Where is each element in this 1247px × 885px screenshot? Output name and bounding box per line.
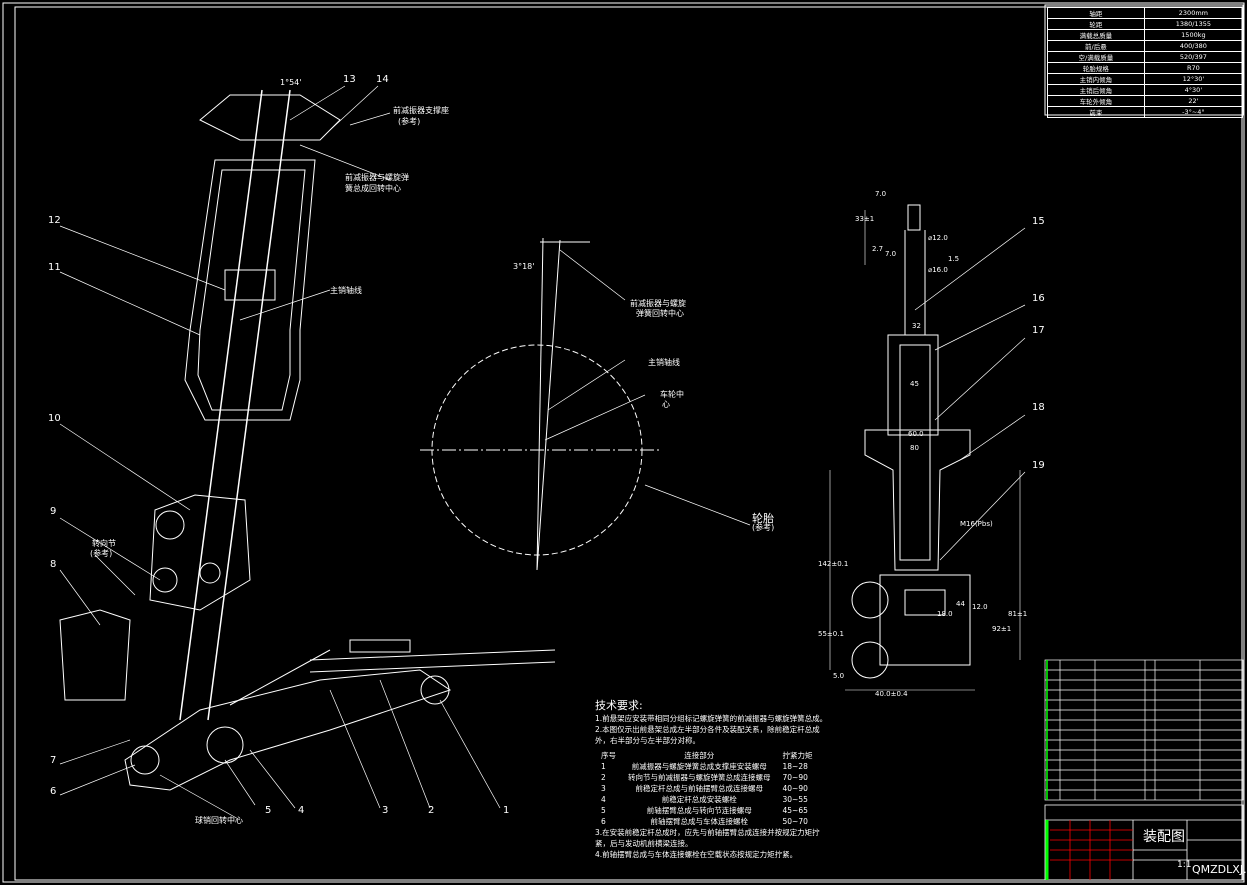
part-number: 5 bbox=[265, 805, 272, 816]
tech-line: 紧，后与发动机前横梁连接。 bbox=[595, 839, 693, 848]
dimension: 80 bbox=[910, 444, 919, 452]
part-number: 6 bbox=[50, 786, 57, 797]
part-number: 18 bbox=[1032, 402, 1045, 413]
label-center-strut-2: 弹簧回转中心 bbox=[636, 309, 684, 318]
dimension: 32 bbox=[912, 322, 921, 330]
dimension: 33±1 bbox=[855, 215, 875, 223]
parts-list bbox=[1044, 659, 1244, 801]
part-number: 15 bbox=[1032, 216, 1045, 227]
label-ball-center: 球销回转中心 bbox=[195, 816, 243, 825]
part-number: 16 bbox=[1032, 293, 1045, 304]
part-number: 9 bbox=[50, 506, 57, 517]
tech-line: 2.本图仅示出前悬架总成左半部分各件及装配关系，除前稳定杆总成 bbox=[595, 725, 820, 734]
dimension: 45 bbox=[910, 380, 919, 388]
label-tire: 轮胎 bbox=[752, 512, 774, 525]
dimension: 7.0 bbox=[885, 250, 897, 258]
dimension: 7.0 bbox=[875, 190, 887, 198]
label-strut-center-2: 簧总成回转中心 bbox=[345, 184, 401, 193]
dimension: 18.0 bbox=[937, 610, 953, 618]
label-strut-mount: 前减振器支撑座 bbox=[393, 106, 449, 115]
leader-lines bbox=[59, 85, 501, 821]
label-kingpin-axis: 主销轴线 bbox=[330, 286, 362, 295]
drawing-title: 装配图 bbox=[1143, 829, 1185, 845]
part-number: 14 bbox=[376, 74, 389, 85]
dimension: ⌀12.0 bbox=[928, 234, 948, 242]
tech-line: 4.前轴摆臂总成与车体连接螺栓在空载状态按规定力矩拧紧。 bbox=[595, 850, 798, 859]
inner-border bbox=[14, 6, 1243, 881]
tech-line: 1.前悬架应安装带相同分组标记螺旋弹簧的前减振器与螺旋弹簧总成。 bbox=[595, 714, 828, 723]
dimension: 60.0 bbox=[908, 430, 924, 438]
angle-top: 1°54' bbox=[280, 78, 302, 87]
part-number: 17 bbox=[1032, 325, 1045, 336]
drawing-number: QMZDLXJ.1 bbox=[1192, 863, 1247, 876]
tech-line: 3.在安装前稳定杆总成时，应先与前轴摆臂总成连接并按规定力矩拧 bbox=[595, 828, 820, 837]
tech-line: 外，右半部分与左半部分对称。 bbox=[595, 736, 700, 745]
part-number: 7 bbox=[50, 755, 57, 766]
dimension: 81±1 bbox=[1008, 610, 1028, 618]
part-number: 19 bbox=[1032, 460, 1045, 471]
part-number: 2 bbox=[428, 805, 435, 816]
dimension: 2.7 bbox=[872, 245, 884, 253]
dimension: 5.0 bbox=[833, 672, 845, 680]
label-center-strut: 前减振器与螺旋 bbox=[630, 299, 686, 308]
dimension: M16(Pbs) bbox=[960, 520, 993, 528]
drawing-scale: 1:1 bbox=[1177, 860, 1192, 870]
dimension: 142±0.1 bbox=[818, 560, 849, 568]
dimension: ⌀16.0 bbox=[928, 266, 948, 274]
wheel-geometry-diagram bbox=[420, 237, 751, 571]
label-knuckle: 转向节 bbox=[92, 539, 116, 548]
dimension: 44 bbox=[956, 600, 965, 608]
label-strut-center: 前减振器与螺旋弹 bbox=[345, 173, 409, 182]
part-number: 3 bbox=[382, 805, 389, 816]
part-number: 8 bbox=[50, 559, 57, 570]
part-number: 1 bbox=[503, 805, 510, 816]
label-knuckle-ref: (参考) bbox=[90, 549, 113, 558]
strut-front-view bbox=[829, 204, 1026, 691]
label-tire-ref: (参考) bbox=[752, 523, 775, 532]
label-center-kingpin: 主销轴线 bbox=[648, 358, 680, 367]
part-number: 13 bbox=[343, 74, 356, 85]
dimension: 12.0 bbox=[972, 603, 988, 611]
dimension: 40.0±0.4 bbox=[875, 690, 908, 698]
part-number: 11 bbox=[48, 262, 61, 273]
part-number: 10 bbox=[48, 413, 61, 424]
part-number: 12 bbox=[48, 215, 61, 226]
label-ref: (参考) bbox=[398, 117, 421, 126]
title-block bbox=[1044, 660, 1244, 881]
technical-requirements: 技术要求: 1.前悬架应安装带相同分组标记螺旋弹簧的前减振器与螺旋弹簧总成。 2… bbox=[595, 700, 827, 860]
label-wheel-center-2: 心 bbox=[662, 400, 670, 409]
label-wheel-center: 车轮中 bbox=[660, 390, 684, 399]
dimension: 55±0.1 bbox=[818, 630, 844, 638]
label-angle: 3°18' bbox=[513, 262, 535, 271]
strut-assembly-side-view bbox=[59, 89, 556, 791]
tech-title: 技术要求: bbox=[595, 699, 643, 712]
part-number: 4 bbox=[298, 805, 305, 816]
dimension: 1.5 bbox=[948, 255, 960, 263]
dimension: 92±1 bbox=[992, 625, 1012, 633]
